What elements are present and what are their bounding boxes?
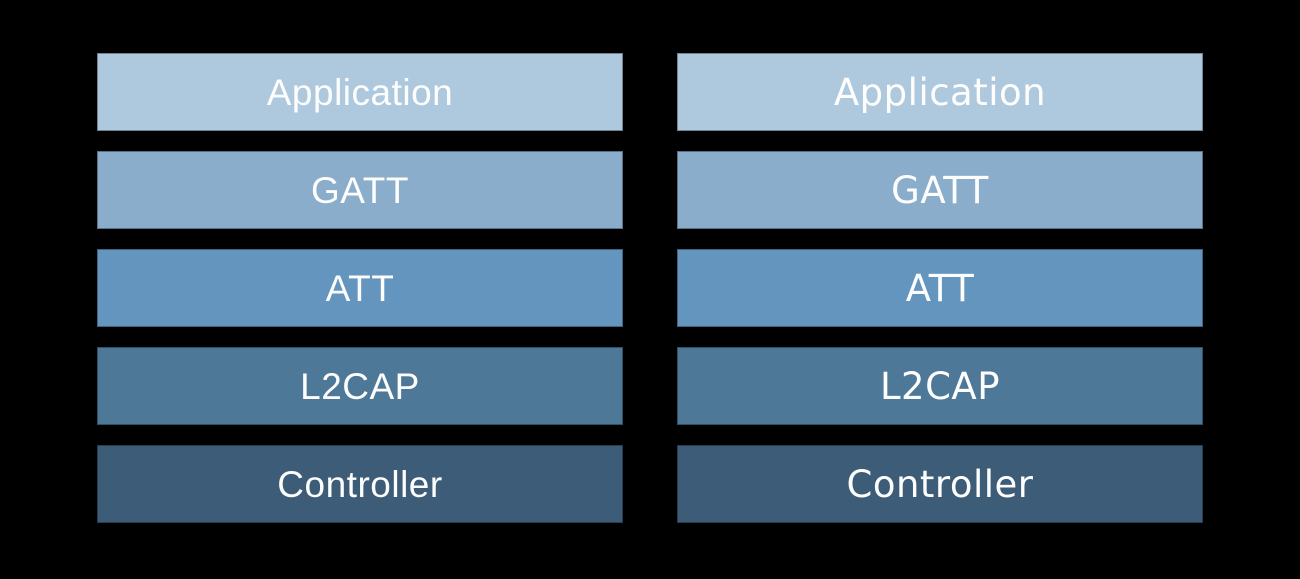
protocol-stack-right: Application GATT ATT L2CAP Controller <box>677 53 1203 523</box>
layer-att: ATT <box>677 249 1203 327</box>
layer-gatt-label: GATT <box>311 169 409 211</box>
layer-application: Application <box>677 53 1203 131</box>
layer-gatt-label: GATT <box>891 168 989 212</box>
layer-controller: Controller <box>97 445 623 523</box>
layer-application: Application <box>97 53 623 131</box>
layer-controller: Controller <box>677 445 1203 523</box>
layer-l2cap: L2CAP <box>677 347 1203 425</box>
layer-att-label: ATT <box>325 267 395 309</box>
layer-gatt: GATT <box>677 151 1203 229</box>
layer-gatt: GATT <box>97 151 623 229</box>
layer-application-label: Application <box>266 71 454 113</box>
layer-l2cap-label: L2CAP <box>879 364 1001 408</box>
layer-controller-label: Controller <box>846 462 1034 506</box>
layer-application-label: Application <box>833 70 1047 114</box>
layer-l2cap-label: L2CAP <box>300 365 420 407</box>
layer-controller-label: Controller <box>277 463 443 505</box>
layer-l2cap: L2CAP <box>97 347 623 425</box>
layer-att: ATT <box>97 249 623 327</box>
protocol-stack-left: Application GATT ATT L2CAP Controller <box>97 53 623 523</box>
layer-att-label: ATT <box>905 266 975 310</box>
